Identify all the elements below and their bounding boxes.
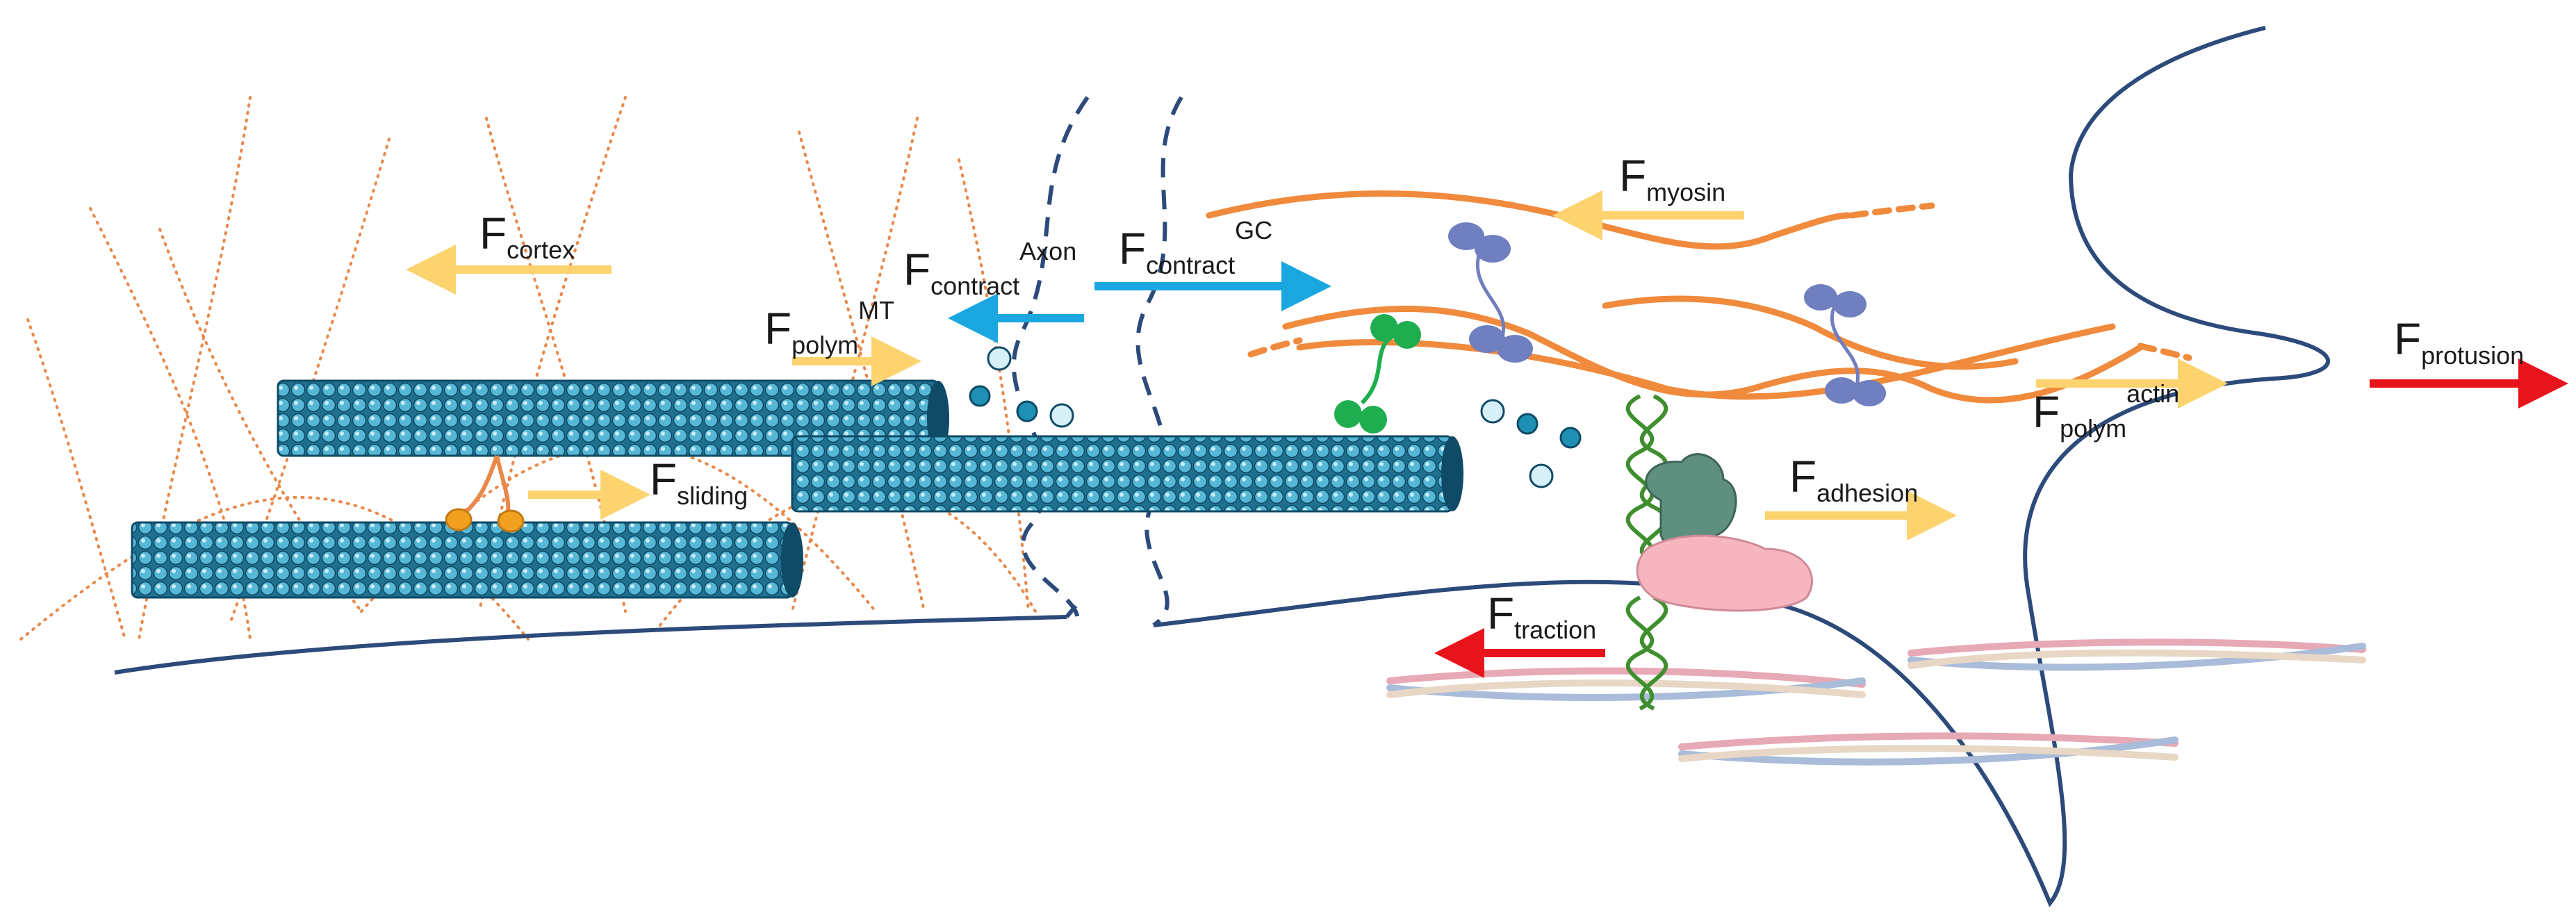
label-contract-gc: FcontractGC [1119, 216, 1272, 279]
actin-filament-dashed-ends [1247, 202, 2192, 361]
label-cortex: Fcortex [479, 208, 575, 264]
ecm-fibers [1386, 638, 2366, 766]
actin-filaments [1206, 190, 2144, 404]
microtubule-lower [131, 521, 803, 599]
label-traction: Ftraction [1487, 588, 1596, 644]
dynein-motor [445, 455, 525, 533]
label-adhesion: Fadhesion [1789, 452, 1918, 507]
force-arrows [406, 190, 2568, 678]
integrin-helix [1625, 394, 1668, 711]
kinesin-motor [1334, 314, 1421, 434]
label-sliding: Fsliding [650, 454, 748, 510]
microtubule-middle [791, 435, 1463, 513]
axon-membrane-lower [114, 615, 1067, 675]
label-myosin: Fmyosin [1619, 151, 1725, 206]
label-contract-axon: FcontractAxon [903, 237, 1076, 300]
myosin-motor [1804, 284, 1886, 406]
myosin-motor [1448, 222, 1533, 363]
axon-gc-boundary [1012, 96, 1183, 627]
label-polym-actin: Fpolymactin [2033, 379, 2179, 443]
label-protusion: Fprotusion [2394, 314, 2524, 370]
adhesion-complex [1636, 453, 1813, 612]
tubulin-dimers [969, 346, 1582, 488]
label-polym-mt: FpolymMT [764, 296, 894, 359]
